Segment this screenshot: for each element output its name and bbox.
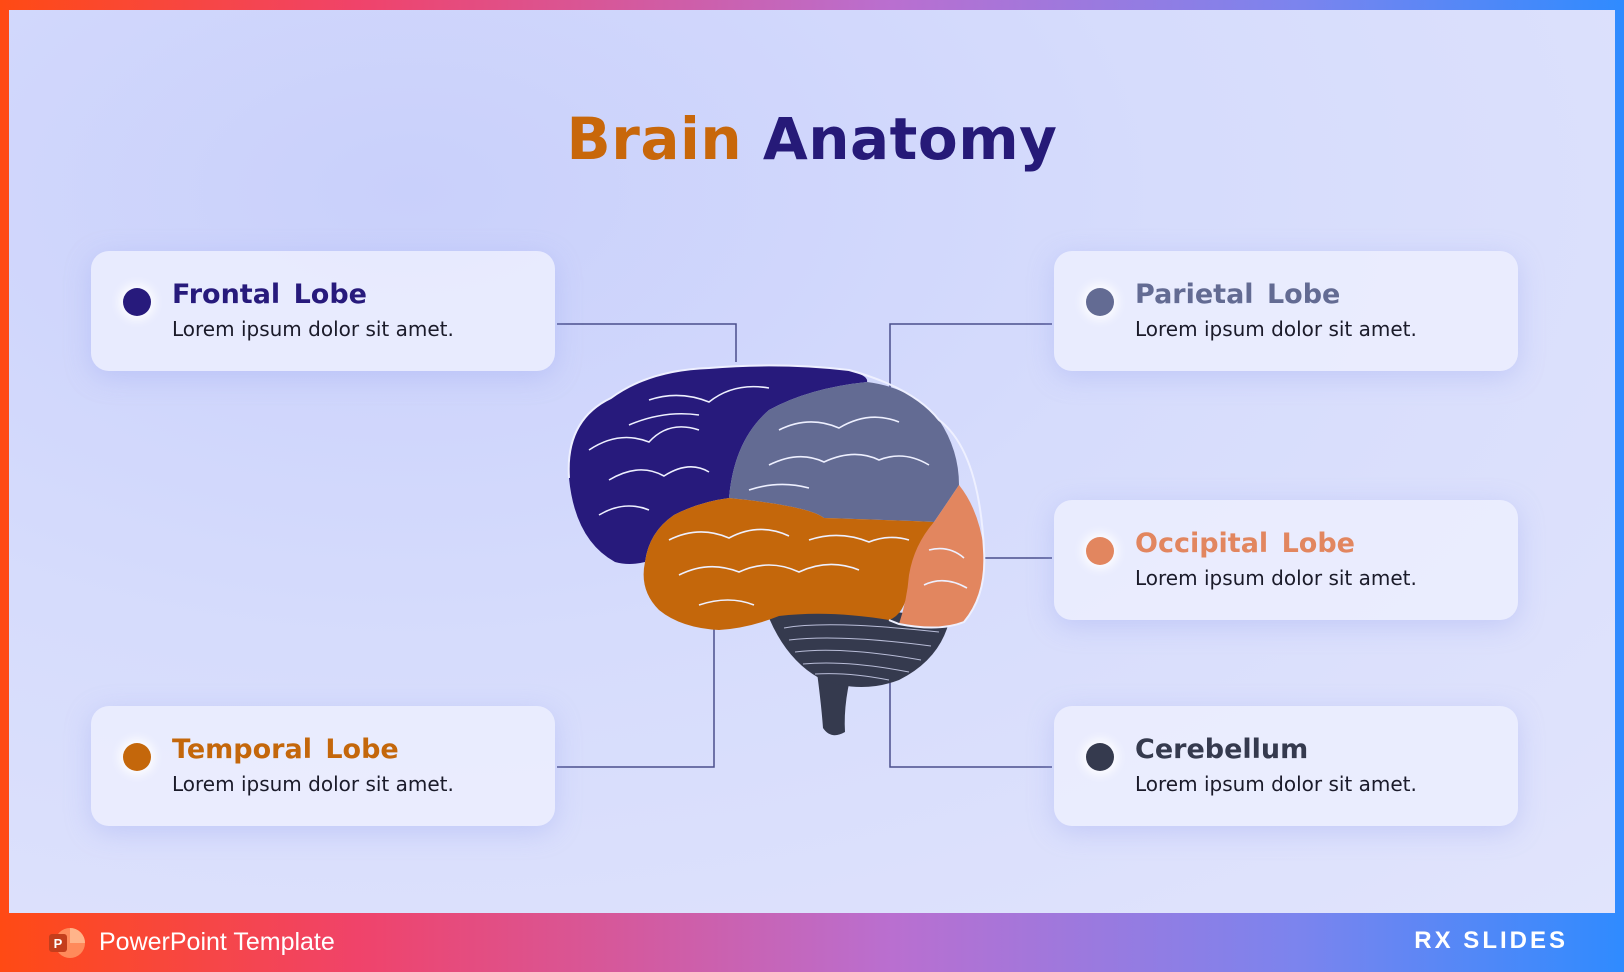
brain-outline xyxy=(567,364,986,629)
lobe-gyri xyxy=(588,385,968,606)
brand-logo: RX SLIDES xyxy=(1414,927,1568,954)
frontal-lobe-title: Frontal Lobe xyxy=(172,279,367,310)
card-temporal-lobe: Temporal Lobe Lorem ipsum dolor sit amet… xyxy=(91,706,555,826)
temporal-lobe-title: Temporal Lobe xyxy=(172,734,399,765)
connector-temporal xyxy=(557,625,715,768)
card-cerebellum: Cerebellum Lorem ipsum dolor sit amet. xyxy=(1054,706,1518,826)
cerebellum-title: Cerebellum xyxy=(1135,734,1309,765)
cerebellum-dot xyxy=(1086,743,1114,771)
connector-lines xyxy=(557,323,1052,768)
footer-label: PowerPoint Template xyxy=(99,928,335,956)
occipital-lobe-title: Occipital Lobe xyxy=(1135,528,1355,559)
temporal-lobe-text: Lorem ipsum dolor sit amet. xyxy=(172,772,454,796)
frontal-lobe-text: Lorem ipsum dolor sit amet. xyxy=(172,317,454,341)
title-word-anatomy: Anatomy xyxy=(762,105,1058,173)
temporal-lobe-dot xyxy=(123,743,151,771)
occipital-lobe-dot xyxy=(1086,537,1114,565)
title-word-brain: Brain xyxy=(566,105,743,173)
parietal-lobe-text: Lorem ipsum dolor sit amet. xyxy=(1135,317,1417,341)
parietal-lobe-title: Parietal Lobe xyxy=(1135,279,1341,310)
occipital-lobe-text: Lorem ipsum dolor sit amet. xyxy=(1135,566,1417,590)
frontal-lobe-dot xyxy=(123,288,151,316)
temporal-lobe-shape xyxy=(643,498,934,630)
connector-parietal xyxy=(889,323,1052,392)
cerebellum-text: Lorem ipsum dolor sit amet. xyxy=(1135,772,1417,796)
card-frontal-lobe: Frontal Lobe Lorem ipsum dolor sit amet. xyxy=(91,251,555,371)
occipital-lobe-shape xyxy=(899,485,985,628)
parietal-lobe-dot xyxy=(1086,288,1114,316)
card-occipital-lobe: Occipital Lobe Lorem ipsum dolor sit ame… xyxy=(1054,500,1518,620)
slide-title: Brain Anatomy xyxy=(9,105,1615,173)
connector-cerebellum xyxy=(889,682,1052,768)
slide: Brain Anatomy xyxy=(9,10,1615,913)
parietal-lobe-shape xyxy=(729,382,959,522)
powerpoint-icon: P xyxy=(49,928,85,958)
cerebellum-folds xyxy=(783,624,940,681)
connector-frontal xyxy=(557,323,737,362)
svg-text:P: P xyxy=(54,936,63,951)
brain-diagram xyxy=(557,323,1052,768)
brain-illustration xyxy=(567,364,986,736)
frontal-lobe-shape xyxy=(568,365,868,564)
footer-bar: P PowerPoint Template RX SLIDES xyxy=(0,913,1624,972)
card-parietal-lobe: Parietal Lobe Lorem ipsum dolor sit amet… xyxy=(1054,251,1518,371)
